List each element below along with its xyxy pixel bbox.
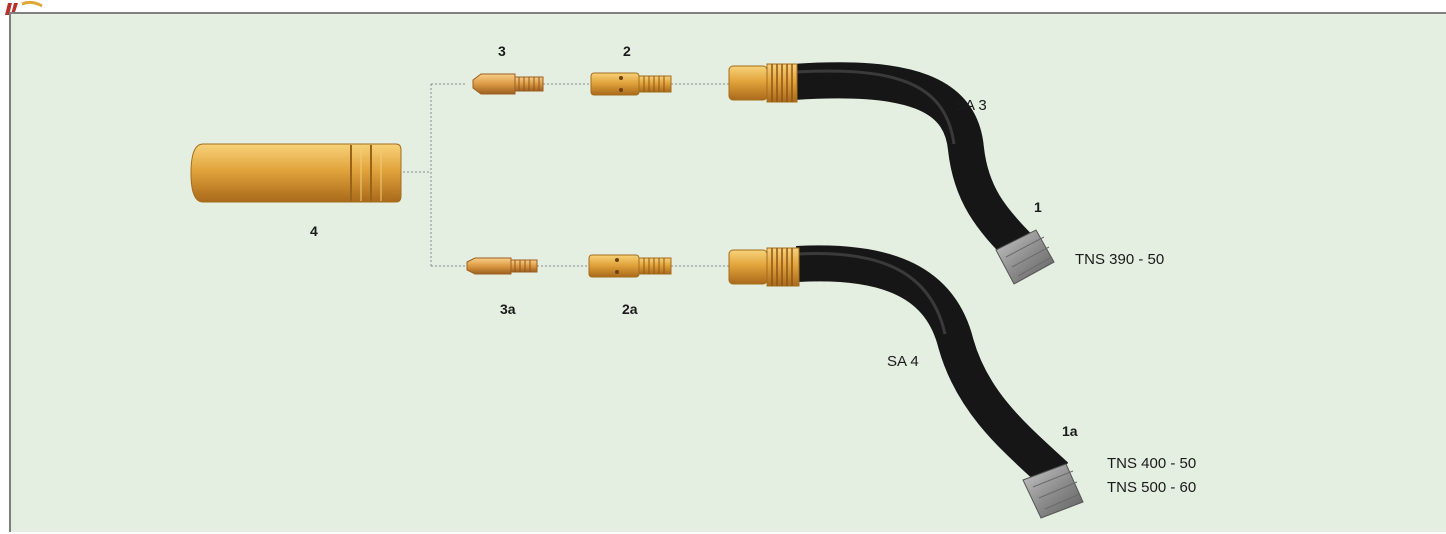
label-part-3a: 3a <box>500 301 516 317</box>
diagram-panel: 4 3 2 3a 2a 1 1a SA 3 SA 4 TNS 390 - 50 … <box>9 12 1446 532</box>
tip-holder-2a <box>588 254 672 278</box>
label-model-tns-390-50: TNS 390 - 50 <box>1075 251 1164 268</box>
label-part-4: 4 <box>310 223 318 239</box>
tip-holder-2 <box>590 72 672 96</box>
torch-parts-diagram: 4 3 2 3a 2a 1 1a SA 3 SA 4 TNS 390 - 50 … <box>190 43 1196 519</box>
label-neck-sa3: SA 3 <box>955 97 987 114</box>
label-part-2: 2 <box>623 43 631 59</box>
label-part-2a: 2a <box>622 301 638 317</box>
label-model-tns-400-50: TNS 400 - 50 <box>1107 455 1196 472</box>
torch-neck-1 <box>728 62 1055 285</box>
label-part-1: 1 <box>1034 199 1042 215</box>
torch-neck-1a <box>728 245 1084 519</box>
top-strip <box>0 0 1446 14</box>
gas-nozzle <box>190 143 402 203</box>
label-part-3: 3 <box>498 43 506 59</box>
label-neck-sa4: SA 4 <box>887 353 919 370</box>
leader-lines <box>399 83 729 267</box>
contact-tip-3 <box>472 73 544 95</box>
contact-tip-3a <box>466 257 538 275</box>
label-part-1a: 1a <box>1062 423 1078 439</box>
label-model-tns-500-60: TNS 500 - 60 <box>1107 479 1196 496</box>
